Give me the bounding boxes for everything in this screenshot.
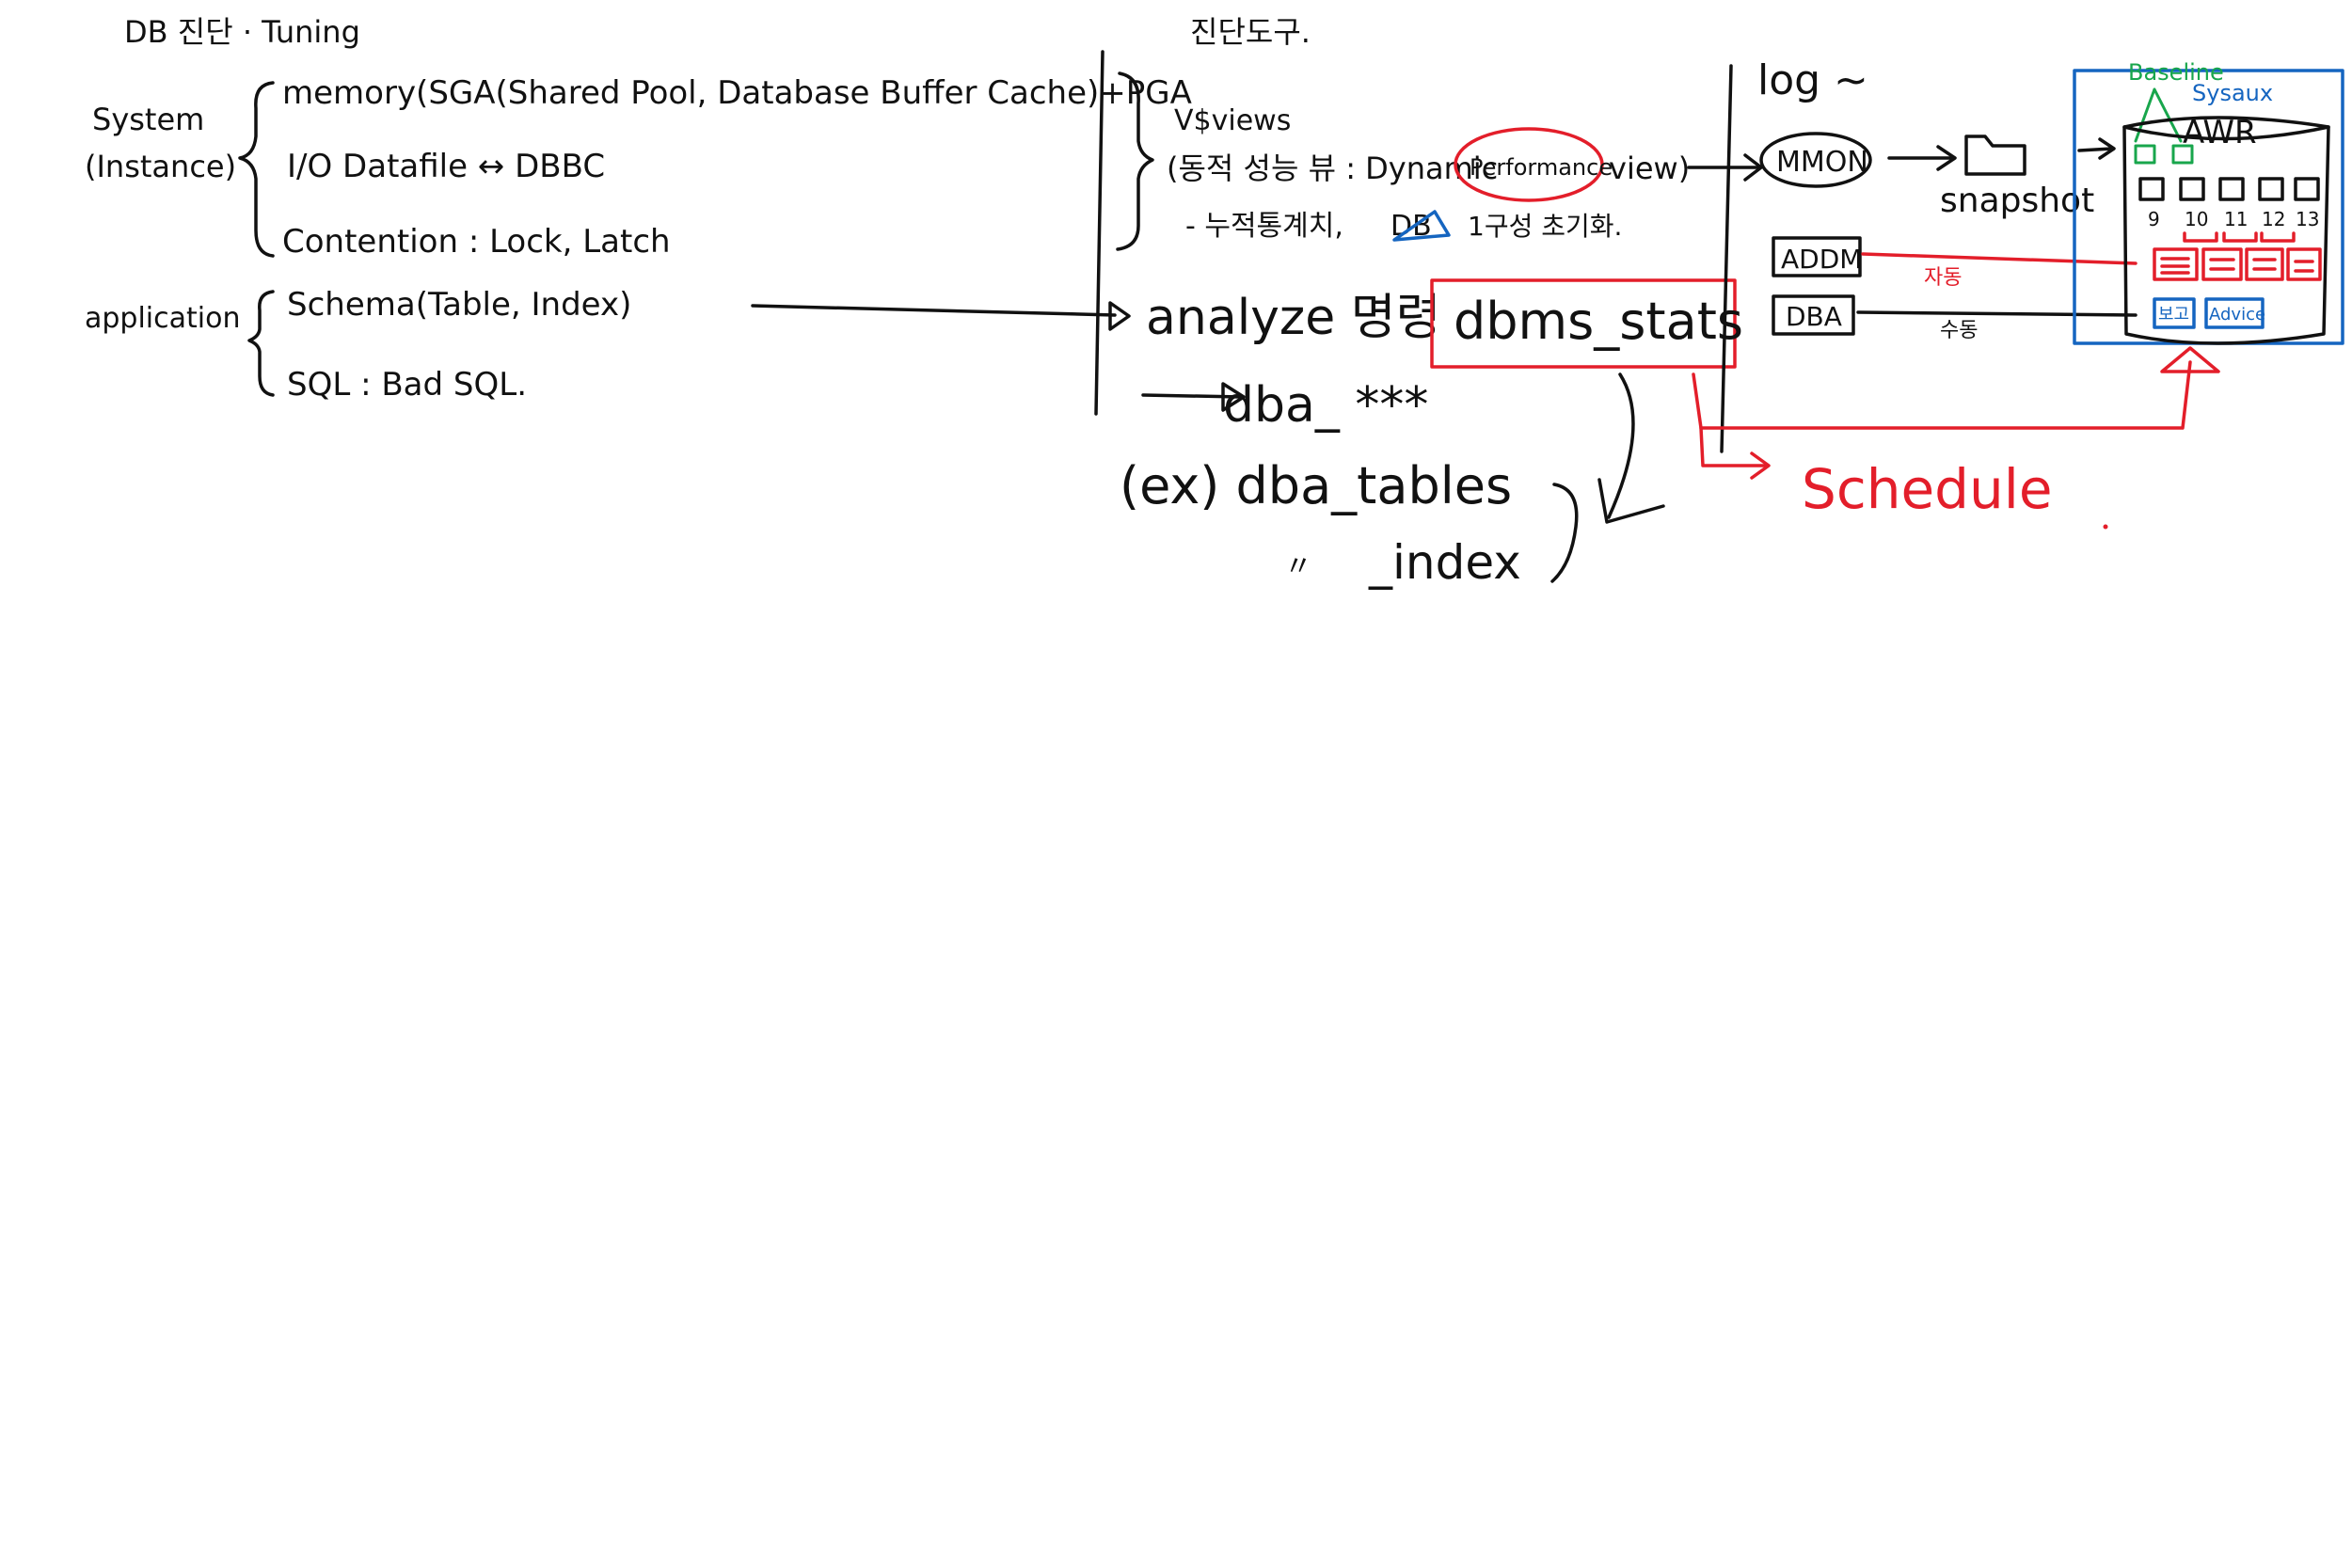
interval-bracket <box>2183 231 2218 243</box>
io-line: I/O Datafile ↔ DBBC <box>287 148 605 185</box>
system-brace <box>238 81 275 258</box>
hour-label: 13 <box>2296 208 2319 230</box>
performance-word: Performance <box>1470 154 1613 181</box>
snapshot-folder-icon <box>1964 135 2026 176</box>
dba-box <box>1772 294 1855 336</box>
addm-result-box <box>2245 247 2284 281</box>
analyze-label: analyze 명령 <box>1146 290 1440 346</box>
addm-result-box <box>2153 247 2199 281</box>
schema-arrow-head <box>1108 301 1131 331</box>
manual-label: 수동 <box>1940 319 1978 342</box>
interval-bracket <box>2222 231 2258 243</box>
interval-bracket <box>2260 231 2296 243</box>
dba-arrow-head <box>1221 382 1246 412</box>
sql-line: SQL : Bad SQL. <box>287 366 527 404</box>
performance-circle <box>1454 127 1604 202</box>
view-suffix: view) <box>1609 150 1690 186</box>
log-divider-line <box>1720 64 1733 453</box>
addm-result-lines <box>2160 257 2314 275</box>
baseline-label: Baseline <box>2128 59 2224 86</box>
ex-tables-label: (ex) dba_tables <box>1120 456 1512 515</box>
snapshot-label: snapshot <box>1940 182 2094 220</box>
dbms-to-examples-arrow <box>1607 372 1635 519</box>
report-box <box>2153 297 2196 329</box>
examples-brace <box>1550 483 1579 583</box>
hour-label: 12 <box>2262 208 2285 230</box>
awr-label: AWR <box>2183 114 2257 151</box>
addm-auto-line <box>1861 252 2137 265</box>
red-dot <box>2103 524 2108 530</box>
snapshot-slot <box>2179 177 2205 201</box>
snapshot-slots <box>2138 177 2320 201</box>
snapshot-slot <box>2138 177 2165 201</box>
schedule-arrow-head <box>1750 451 1771 480</box>
awr-cylinder <box>2122 116 2330 345</box>
baseline-pointer <box>2134 87 2183 143</box>
mmon-ellipse <box>1759 132 1872 188</box>
application-brace <box>247 290 275 397</box>
baseline-box-2 <box>2171 144 2194 165</box>
snapshot-slot <box>2258 177 2284 201</box>
addm-box <box>1772 236 1862 277</box>
system-close-brace <box>1116 71 1154 251</box>
application-label: application <box>85 302 240 335</box>
schema-arrow <box>751 304 1117 317</box>
cumulative-rest: 1구성 초기화. <box>1468 211 1622 242</box>
mmon-label: MMON <box>1776 146 1868 179</box>
vviews-arrow-head <box>1743 153 1763 182</box>
memory-line: memory(SGA(Shared Pool, Database Buffer … <box>282 74 1192 112</box>
hour-label: 9 <box>2148 208 2160 230</box>
addm-result-box <box>2286 247 2322 281</box>
hour-label: 11 <box>2224 208 2248 230</box>
sysaux-label: Sysaux <box>2192 80 2273 106</box>
addm-label: ADDM <box>1781 244 1862 275</box>
mmon-arrow-head <box>1936 145 1957 171</box>
cumulative-prefix: - 누적통계치, <box>1185 210 1343 243</box>
schedule-label: Schedule <box>1802 457 2053 521</box>
advice-box <box>2204 297 2265 329</box>
interval-brackets <box>2183 231 2296 243</box>
page-title: DB 진단 · Tuning <box>124 14 360 50</box>
snapshot-slot <box>2218 177 2245 201</box>
dba-manual-line <box>1856 310 2137 317</box>
report-label: 보고 <box>2158 305 2189 325</box>
index-label: _index <box>1368 535 1521 590</box>
tools-divider-line <box>1094 50 1104 416</box>
snapshot-slot <box>2294 177 2320 201</box>
tools-title: 진단도구. <box>1190 14 1311 50</box>
baseline-box-1 <box>2134 144 2156 165</box>
dba-arrow <box>1141 393 1244 399</box>
hour-label: 10 <box>2185 208 2208 230</box>
auto-label: 자동 <box>1924 266 1962 290</box>
schema-line: Schema(Table, Index) <box>287 286 631 324</box>
snapshot-arrow <box>2077 147 2114 152</box>
dba-label: DBA <box>1786 301 1842 332</box>
dbms-stats-box <box>1430 278 1737 369</box>
system-label: System <box>92 102 204 137</box>
dbms-stats-label: dbms_stats <box>1454 292 1743 351</box>
vviews-label: V$views <box>1174 104 1291 137</box>
hour-labels: 9 10 11 12 13 <box>2148 208 2319 230</box>
addm-results <box>2153 247 2322 281</box>
schedule-path <box>1692 360 2192 430</box>
log-label: log ~ <box>1757 56 1868 104</box>
sysaux-box <box>2073 69 2344 345</box>
ditto-mark: 〃 <box>1284 550 1312 583</box>
dynamic-view-prefix: (동적 성능 뷰 : Dynamic <box>1167 150 1498 186</box>
contention-line: Contention : Lock, Latch <box>282 223 671 261</box>
addm-result-box <box>2201 247 2243 281</box>
snapshot-arrow-head <box>2098 137 2116 160</box>
dbms-to-examples-arrow-head <box>1597 478 1665 524</box>
dba-xxx-label: dba_ *** <box>1223 377 1428 434</box>
db-marker <box>1392 210 1451 242</box>
awr-cylinder-rim <box>2122 125 2330 141</box>
instance-label: (Instance) <box>85 149 236 184</box>
schedule-arrow <box>1699 426 1769 467</box>
awr-up-arrow <box>2160 346 2220 373</box>
advice-label: Advice <box>2209 305 2265 325</box>
